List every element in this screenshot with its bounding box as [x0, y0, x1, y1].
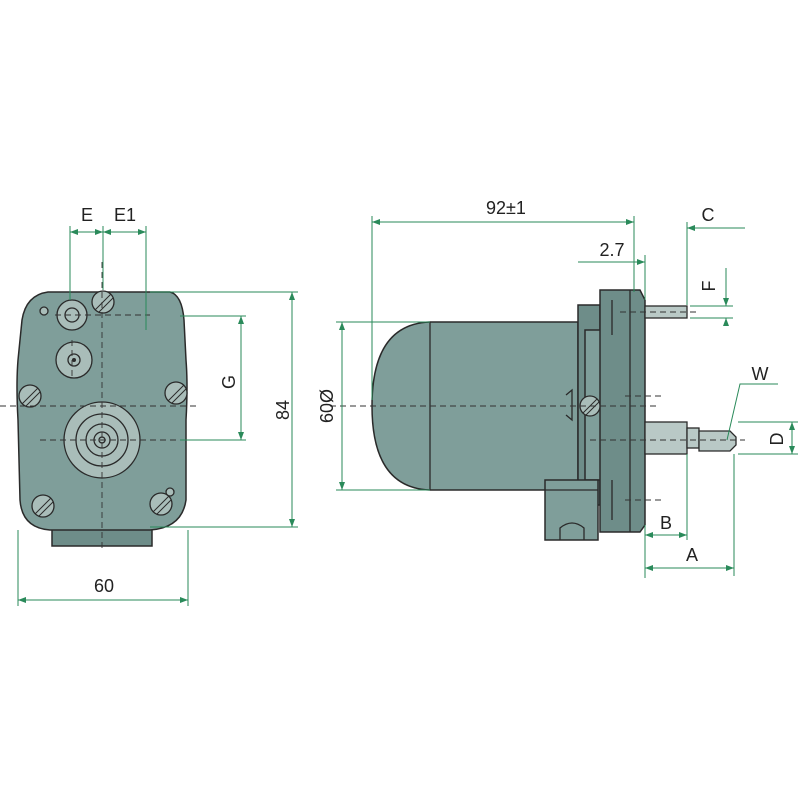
- front-screw-top-right: [91, 290, 115, 314]
- output-shaft: [644, 421, 737, 455]
- connector-socket: [559, 522, 585, 540]
- side-dimensions: [336, 216, 798, 578]
- label-c: C: [702, 205, 715, 225]
- front-small-hole: [39, 306, 49, 316]
- label-a: A: [686, 545, 698, 565]
- front-screw-bottom-right: [149, 487, 175, 516]
- label-height-84: 84: [273, 400, 293, 420]
- label-e: E: [81, 205, 93, 225]
- label-length-92: 92±1: [486, 198, 526, 218]
- connector-block: [544, 479, 599, 541]
- label-width-60: 60: [94, 576, 114, 596]
- label-g: G: [219, 375, 239, 389]
- front-dimensions: [17, 226, 298, 606]
- front-screw-bottom-left: [31, 494, 55, 518]
- mounting-flange: [599, 289, 646, 533]
- label-f: F: [699, 281, 719, 292]
- label-e1: E1: [114, 205, 136, 225]
- label-w: W: [752, 364, 769, 384]
- front-screw-right: [164, 381, 188, 405]
- side-screw-bracket: [565, 388, 573, 422]
- label-d: D: [767, 433, 787, 446]
- label-b: B: [660, 513, 672, 533]
- front-screw-left: [18, 384, 42, 408]
- front-middle-boss-center: [72, 358, 76, 362]
- label-offset-2-7: 2.7: [599, 240, 624, 260]
- label-diameter-60: 60Ø: [317, 389, 337, 423]
- front-view: [0, 262, 200, 552]
- side-view: [330, 289, 745, 541]
